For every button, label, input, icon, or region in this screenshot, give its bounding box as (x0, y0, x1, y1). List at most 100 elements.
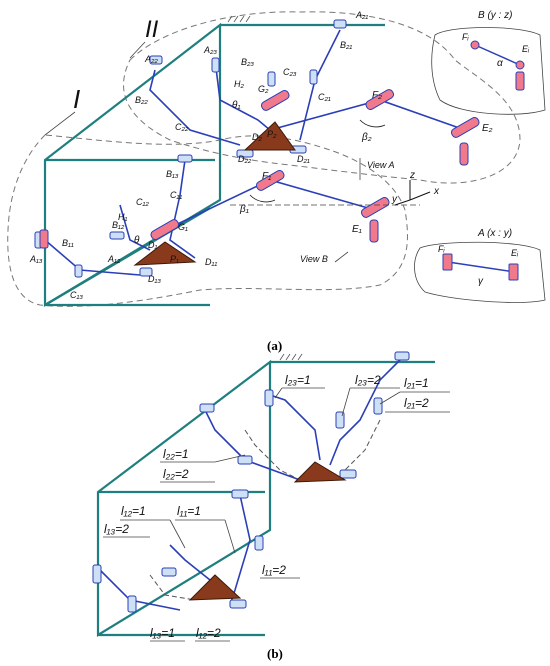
region-II-label: II (145, 16, 159, 43)
label-B23: B₂₃ (241, 57, 254, 67)
b-platform-2 (293, 461, 347, 483)
b-platform-1 (188, 574, 242, 601)
label-l22-2: l₂₂=2 (163, 467, 189, 481)
label-l22-1: l₂₂=1 (163, 447, 189, 461)
inset-a-Fi: Fᵢ (438, 244, 445, 254)
label-D1: D₁ (148, 240, 157, 250)
label-C22: C₂₂ (175, 122, 189, 132)
caption-b: (b) (267, 646, 283, 661)
b-chain-lower-3 (169, 544, 211, 581)
label-C11: C₁₁ (170, 190, 182, 200)
label-E1: E₁ (352, 224, 362, 235)
b-joint-12 (254, 535, 264, 551)
label-C12: C₁₂ (136, 197, 149, 207)
b-dash-lower (149, 574, 196, 601)
label-D22: D₂₂ (238, 154, 252, 164)
beta1-arc (249, 194, 276, 203)
label-D11: D₁₁ (205, 257, 217, 267)
label-A22: A₂₂ (144, 54, 158, 64)
chain-1-3 (119, 204, 151, 251)
view-a-label: View A (367, 160, 395, 170)
label-l12-2: l₁₂=2 (196, 626, 221, 640)
joints-red (39, 89, 480, 249)
label-l23-2: l₂₃=2 (355, 373, 381, 387)
inset-a: A (x : y) Fᵢ Eᵢ γ (414, 228, 546, 303)
b-joint-7 (339, 469, 357, 479)
b-joint-2 (199, 403, 215, 413)
label-G1: G₁ (178, 222, 188, 232)
inset-b-Fi: Fᵢ (462, 32, 469, 42)
inset-b-alpha: α (497, 58, 503, 69)
label-l21-2: l₂₁=2 (404, 396, 429, 410)
label-E2: E₂ (482, 123, 493, 134)
inset-b-title: B (y : z) (478, 10, 512, 21)
beta2-arc (359, 119, 386, 128)
inset-a-Ei: Eᵢ (511, 248, 519, 258)
chain-2-2 (149, 69, 241, 146)
label-A23: A₂₃ (203, 45, 217, 55)
b-chain-upper-3 (269, 394, 321, 461)
b-joint-9 (92, 564, 102, 584)
label-l13-2: l₁₃=2 (104, 522, 129, 536)
b-dash-upper (244, 429, 301, 481)
b-chain-upper-1 (329, 359, 401, 466)
b-joint-6 (237, 455, 253, 465)
label-G2: G₂ (258, 84, 269, 94)
view-b-label: View B (300, 254, 328, 264)
label-B12: B₁₂ (112, 220, 125, 230)
boundary-region-I (7, 134, 408, 307)
inset-b-Ei: Eᵢ (522, 44, 530, 54)
b-joint-3 (264, 389, 274, 407)
b-joint-8 (231, 489, 249, 499)
label-C21: C₂₁ (318, 92, 331, 102)
inset-a-gamma: γ (478, 276, 484, 287)
label-F2: F₂ (372, 90, 382, 101)
panel-a: z x y I II A₂₁ B₂₁ A₂₂ B₂₂ A₂₃ B₂₃ C₂₁ C… (7, 10, 546, 353)
b-joint-1 (394, 351, 410, 361)
platform-1 (133, 241, 197, 266)
label-A13: A₁₃ (29, 254, 43, 264)
b-joint-11 (161, 567, 177, 577)
ground-hatch (227, 15, 251, 23)
b-joint-13 (229, 599, 247, 609)
b-chain-upper-2 (204, 409, 301, 481)
chain-2-1 (299, 29, 341, 141)
label-P1: P₁ (170, 254, 179, 264)
label-B22: B₂₂ (135, 95, 148, 105)
label-l11-1: l₁₁=1 (177, 504, 201, 518)
axis-z-label: z (409, 170, 415, 181)
b-dash-upper-2 (344, 419, 381, 471)
chain-1-1 (169, 159, 196, 259)
boundary-region-II (123, 11, 521, 184)
b-chain-lower-1 (229, 494, 251, 606)
label-C23: C₂₃ (283, 67, 297, 77)
b-joint-5 (373, 397, 383, 415)
base-frame-b (96, 359, 435, 637)
base-frame (43, 22, 385, 307)
frame-edge-left-lower (44, 207, 211, 306)
label-theta: θ (134, 235, 140, 246)
inset-a-title: A (x : y) (477, 228, 512, 239)
b-joint-10 (127, 595, 137, 613)
label-l21-1: l₂₁=1 (404, 376, 429, 390)
label-l12-1: l₁₂=1 (121, 504, 146, 518)
platform-2 (243, 121, 296, 151)
view-b-arrow (334, 251, 349, 263)
caption-a: (a) (267, 338, 282, 353)
ground-hatch-b (279, 353, 303, 361)
label-C13: C₁₃ (70, 290, 83, 300)
label-l13-1: l₁₃=1 (150, 626, 175, 640)
panel-b: l₂₃=1 l₂₃=2 l₂₁=1 l₂₁=2 l₂₂=1 l₂₂=2 l₁₂=… (92, 351, 450, 661)
joints-blue (34, 19, 347, 278)
axes-triad (394, 180, 431, 206)
b-leaders (103, 387, 450, 642)
region-I-label: I (73, 84, 80, 114)
label-l23-1: l₂₃=1 (285, 373, 311, 387)
label-l11-2: l₁₁=2 (262, 563, 286, 577)
label-A12: A₁₂ (107, 254, 121, 264)
label-P2: P₂ (267, 129, 277, 139)
label-D21: D₂₁ (297, 154, 310, 164)
label-D13: D₁₃ (148, 274, 161, 284)
label-H2: H₂ (234, 79, 244, 89)
